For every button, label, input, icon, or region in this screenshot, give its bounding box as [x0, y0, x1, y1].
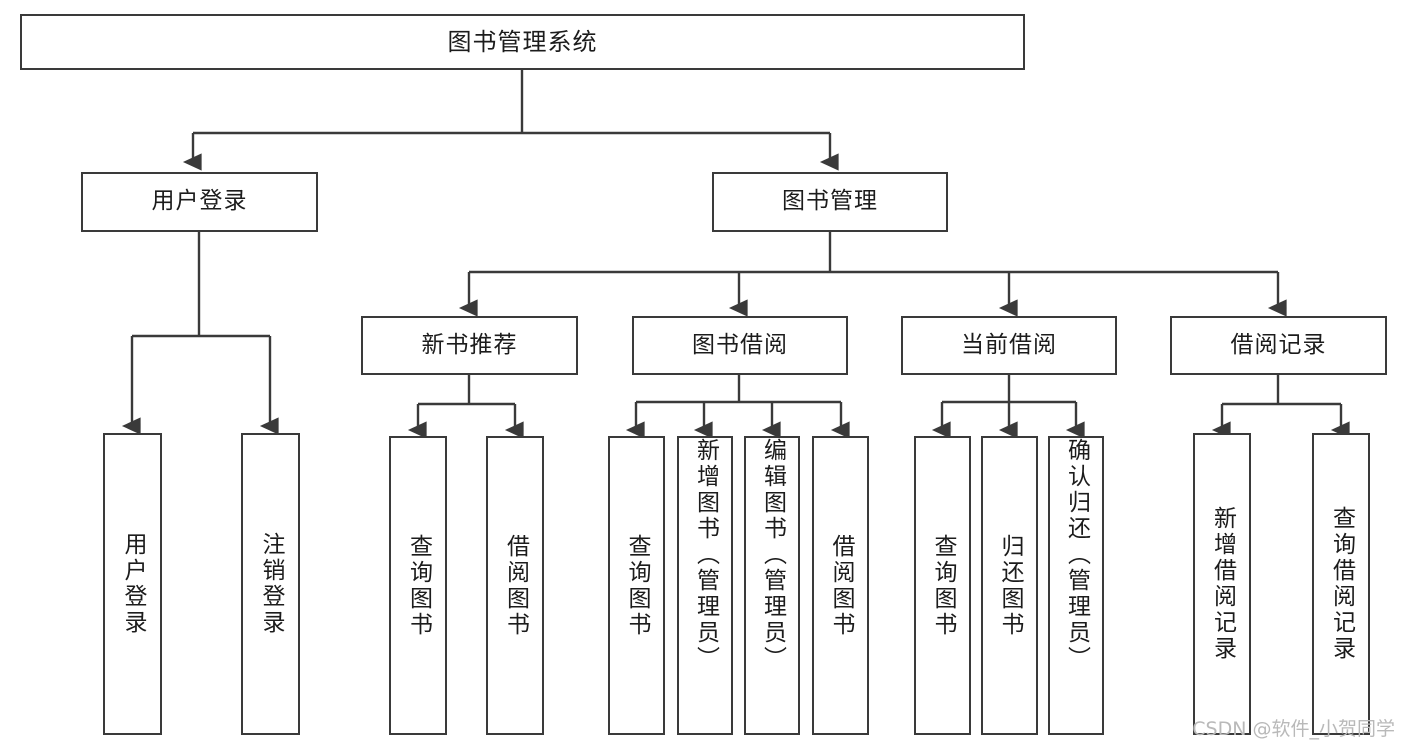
leaf-book-borrow-borrow-book[interactable]: 借阅图书: [812, 436, 869, 735]
node-root-system[interactable]: 图书管理系统: [20, 14, 1025, 70]
leaf-borrow-record-add-record[interactable]: 新增借阅记录: [1193, 433, 1251, 735]
node-label: 查询借阅记录: [1328, 506, 1355, 662]
leaf-new-book-borrow-book[interactable]: 借阅图书: [486, 436, 544, 735]
node-label: 借阅图书: [502, 533, 529, 638]
node-current-borrow[interactable]: 当前借阅: [901, 316, 1117, 375]
node-label: 借阅图书: [828, 533, 854, 638]
node-label: 图书管理系统: [447, 27, 598, 56]
node-label: 注销登录: [258, 532, 284, 636]
node-label: 查询图书: [930, 533, 956, 638]
leaf-book-borrow-add-book-admin[interactable]: 新增图书（管理员）: [677, 436, 733, 735]
node-label: 归还图书: [997, 533, 1023, 638]
leaf-book-borrow-query-book[interactable]: 查询图书: [608, 436, 665, 735]
node-label: 查询图书: [624, 533, 650, 638]
leaf-current-borrow-confirm-return-admin[interactable]: 确认归还（管理员）: [1048, 436, 1104, 735]
node-new-book-recommend[interactable]: 新书推荐: [361, 316, 578, 375]
node-label: 图书借阅: [692, 331, 788, 358]
leaf-new-book-query-book[interactable]: 查询图书: [389, 436, 447, 735]
node-label: 确认归还（管理员）: [1063, 438, 1090, 672]
node-label: 用户登录: [120, 532, 146, 636]
node-label: 用户登录: [151, 188, 248, 215]
node-label: 新增借阅记录: [1209, 506, 1236, 662]
node-borrow-record[interactable]: 借阅记录: [1170, 316, 1387, 375]
leaf-user-login-logout[interactable]: 注销登录: [241, 433, 300, 735]
node-label: 查询图书: [405, 533, 432, 638]
leaf-book-borrow-edit-book-admin[interactable]: 编辑图书（管理员）: [744, 436, 800, 735]
node-label: 当前借阅: [961, 331, 1057, 358]
node-label: 编辑图书（管理员）: [759, 438, 786, 672]
node-label: 新增图书（管理员）: [692, 438, 719, 672]
node-book-borrow[interactable]: 图书借阅: [632, 316, 848, 375]
leaf-current-borrow-query-book[interactable]: 查询图书: [914, 436, 971, 735]
node-book-management[interactable]: 图书管理: [712, 172, 948, 232]
leaf-current-borrow-return-book[interactable]: 归还图书: [981, 436, 1038, 735]
leaf-user-login-login[interactable]: 用户登录: [103, 433, 162, 735]
node-label: 图书管理: [782, 188, 878, 215]
leaf-borrow-record-query-record[interactable]: 查询借阅记录: [1312, 433, 1370, 735]
node-label: 借阅记录: [1230, 331, 1327, 358]
node-user-login[interactable]: 用户登录: [81, 172, 318, 232]
node-label: 新书推荐: [421, 331, 518, 358]
csdn-watermark: CSDN @软件_小贺同学: [1192, 718, 1395, 740]
